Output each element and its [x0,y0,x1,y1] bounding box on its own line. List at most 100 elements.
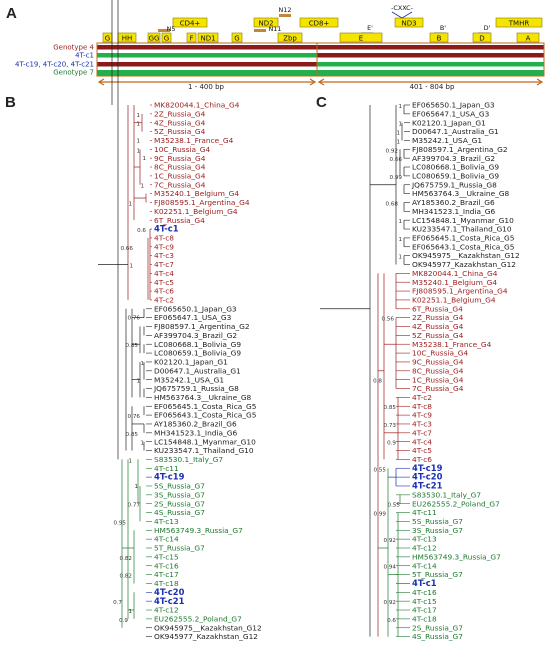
leaf-label: LC154848.1_Myanmar_G10 [412,216,514,225]
leaf-label: 4T-c17 [412,606,437,615]
leaf-label: K02251.1_Belgium_G4 [412,296,496,305]
leaf-label: 4S_Russia_G7 [412,632,463,641]
panel-label-b: B [5,94,16,111]
leaf-label: 1C_Russia_G4 [154,171,206,180]
support-value: 1 [398,122,402,128]
leaf-label: LC080668.1_Bolivia_G9 [154,340,241,349]
domain-label: F [189,35,193,43]
domain-marker [391,11,413,19]
leaf-label: 4T-c16 [154,561,179,570]
support-value: 0.9 [119,618,128,624]
leaf-label: 6T_Russia_G4 [154,216,205,225]
support-value: 1 [128,458,132,464]
leaf-label: 4T-c8 [154,234,174,243]
genome-bar [97,53,317,58]
leaf-label: 9C_Russia_G4 [412,358,464,367]
leaf-label: KU233547.1_Thailand_G10 [412,225,512,234]
domain-box [277,32,303,43]
support-value: 1 [140,441,144,447]
support-value: 0.77 [128,503,141,509]
leaf-label: 5T_Russia_G7 [412,570,463,579]
leaf-label: EF065643.1_Costa_Rica_G5 [154,411,257,420]
leaf-label: 4T-c3 [412,420,432,429]
domain-label: A [526,35,531,43]
domain-label: G [105,35,110,43]
leaf-label: 7C_Russia_G4 [154,180,206,189]
leaf-label: 4Z_Russia_G4 [154,118,206,127]
leaf-label: 4T-c7 [412,428,432,437]
domain-label: N5 [167,25,176,33]
domain-label: G [164,35,169,43]
leaf-label: OK945977_Kazakhstan_G12 [154,632,258,641]
leaf-label: 4T-c20 [154,587,185,597]
domain-box [299,17,339,28]
support-value: 0.56 [382,317,395,323]
leaf-label: S83530.1_Italy_G7 [154,455,223,464]
support-value: 0.82 [120,574,132,580]
support-value: 1 [134,484,138,490]
leaf-label: EU262555.2_Poland_G7 [412,499,500,508]
leaf-label: EF065647.1_USA_G3 [412,109,490,118]
range-arrow [536,78,544,86]
leaf-label: M35240.1_Belgium_G4 [154,189,239,198]
range-label: 1 - 400 bp [188,83,224,91]
domain-label: ND1 [200,35,215,43]
domain-label: -CXXC- [391,4,413,12]
leaf-label: OK945975__Kazakhstan_G12 [412,251,520,260]
domain-box [495,17,543,28]
support-value: 0.95 [114,520,127,526]
support-value: 0.6 [387,618,396,624]
leaf-label: 4T-c14 [412,561,437,570]
support-value: 1 [136,138,140,144]
leaf-label: EF065645.1_Costa_Rica_G5 [412,234,515,243]
support-value: 1 [398,237,402,243]
domain-box [172,17,208,28]
genome-bar [97,70,544,76]
support-value: 0.94 [384,565,397,571]
domain-box [472,32,492,43]
leaf-label: 4T-c9 [412,411,432,420]
support-value: 1 [136,379,140,385]
leaf-label: D00647.1_Australia_G1 [154,366,241,375]
leaf-label: M35238.1_France_G4 [154,136,234,145]
leaf-label: FJ808597.1_Argentina_G2 [154,322,250,331]
domain-label: HH [122,35,133,43]
leaf-label: FJ808597.1_Argentina_G2 [412,145,508,154]
leaf-label: JQ675759.1_Russia_G8 [153,384,239,393]
leaf-label: EF065643.1_Costa_Rica_G5 [412,242,515,251]
support-value: 1 [396,131,400,137]
leaf-label: AY185360.2_Brazil_G6 [412,198,495,207]
domain-label: B [437,35,442,43]
domain-label: D' [484,24,491,32]
genome-row-label: Genotype 4 [53,44,94,52]
leaf-label: 4T-c13 [154,517,179,526]
leaf-label: 4T-c2 [154,296,174,305]
domain-box [197,32,219,43]
leaf-label: 4T-c11 [412,508,437,517]
leaf-label: 4T-c5 [154,278,174,287]
leaf-label: HM563764.3__Ukraine_G8 [154,393,252,402]
support-value: 1 [140,361,144,367]
leaf-label: K02251.1_Belgium_G4 [154,207,238,216]
leaf-label: 4T-c9 [154,242,174,251]
leaf-label: KU233547.1_Thailand_G10 [154,446,254,455]
leaf-label: 5S_Russia_G7 [412,517,463,526]
leaf-label: LC080659.1_Bolivia_G9 [412,171,499,180]
range-arrow [317,78,325,86]
leaf-label: 6T_Russia_G4 [412,304,463,313]
range-arrow [97,78,105,86]
domain-label: TMHR [508,20,530,28]
region-frame [316,42,545,77]
leaf-label: HM563764.3__Ukraine_G8 [412,189,510,198]
domain-label: Zbp [283,35,297,43]
domain-label: D [479,35,484,43]
leaf-label: 4T-c12 [412,544,437,553]
domain-label: ND2 [258,20,273,28]
domain-label: E [359,35,363,43]
genome-bar [317,53,544,58]
domain-label: GG [149,35,160,43]
genome-row-label: 4T-c19, 4T-c20, 4T-c21 [15,61,94,69]
leaf-label: 7C_Russia_G4 [412,384,464,393]
panel-label-a: A [6,5,17,22]
